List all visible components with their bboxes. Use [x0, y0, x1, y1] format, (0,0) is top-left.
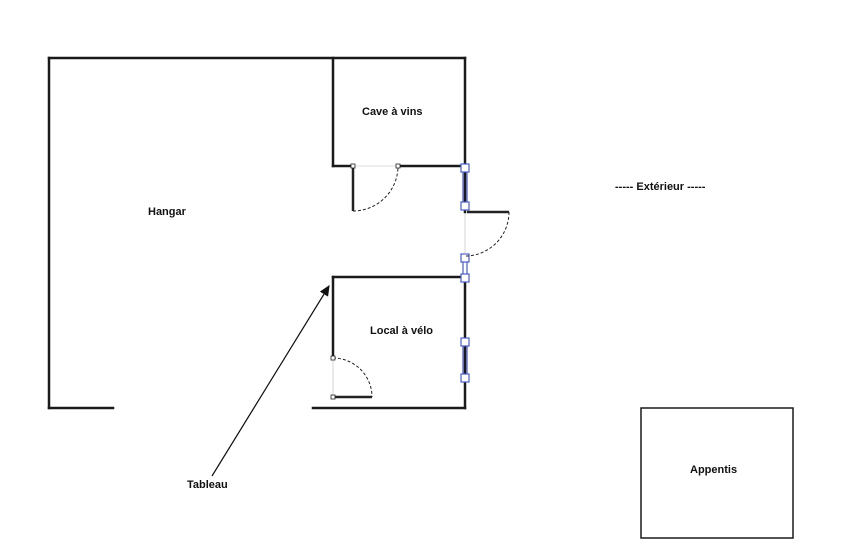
door-hinge-icon: [330, 394, 336, 400]
room-label-cave-a-vins: Cave à vins: [362, 106, 423, 118]
appentis-outline: [640, 407, 794, 539]
window-icon: [460, 273, 470, 283]
door-swing-icon: [332, 357, 373, 398]
label-tableau: Tableau: [187, 479, 228, 491]
window-icon: [460, 253, 470, 263]
room-label-local-a-velo: Local à vélo: [370, 325, 433, 337]
window-icon: [460, 337, 470, 347]
walls: [47, 56, 794, 539]
arrow-icon: [211, 284, 330, 477]
door-swing-icon: [352, 165, 399, 212]
label-exterieur: ----- Extérieur -----: [615, 181, 706, 193]
door-swing-icon: [464, 211, 510, 257]
door-hinge-icon: [350, 163, 356, 169]
door-hinge-icon: [330, 355, 336, 361]
room-label-hangar: Hangar: [148, 206, 186, 218]
door-hinge-icon: [395, 163, 401, 169]
doors: [330, 163, 510, 400]
room-label-appentis: Appentis: [690, 464, 738, 476]
window-icon: [460, 201, 470, 211]
window-icon: [460, 373, 470, 383]
window-icon: [460, 163, 470, 173]
